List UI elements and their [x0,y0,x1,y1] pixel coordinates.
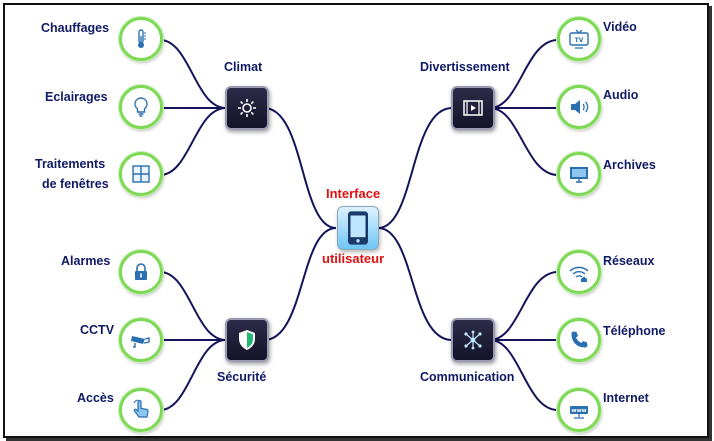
leaf-audio[interactable] [557,85,601,129]
shield-icon [239,330,255,350]
folder-icon [570,167,588,183]
leaf-reseaux[interactable] [557,250,601,294]
lightbulb-icon [134,97,148,117]
camera-icon [131,336,150,348]
svg-text:TV: TV [575,37,584,44]
www-icon: www [570,406,588,419]
hub-label-communication: Communication [420,370,515,384]
speaker-icon [571,100,589,114]
center-label-line1: Interface [326,186,381,201]
leaf-internet[interactable]: www [557,388,601,432]
leaf-label-reseaux: Réseaux [603,254,655,268]
center-node[interactable] [337,206,379,250]
leaf-chauffages[interactable] [119,17,163,61]
phone-icon [571,331,588,348]
leaf-telephone[interactable] [557,318,601,362]
hub-label-climat: Climat [224,60,263,74]
network-icon [464,330,482,350]
tv-icon: TV [569,29,589,49]
leaf-label-cctv: CCTV [80,323,115,337]
leaf-label-traitements: Traitements [35,157,106,171]
link-center-communication [377,227,453,341]
hub-securite[interactable] [225,318,269,362]
hub-divertissement[interactable] [451,86,495,130]
leaf-eclairages[interactable] [119,85,163,129]
link-center-securite [263,227,337,341]
hub-label-securite: Sécurité [217,370,267,384]
svg-text:www: www [571,408,586,414]
hand-pointer-icon [133,399,149,418]
leaf-label-archives: Archives [603,158,656,172]
leaf-cctv[interactable] [119,318,163,362]
leaf-label-fenetres: de fenêtres [42,177,109,191]
thermometer-icon [138,29,146,48]
leaf-alarmes[interactable] [119,250,163,294]
gear-icon [238,99,256,117]
leaf-label-audio: Audio [603,88,639,102]
leaf-label-video: Vidéo [603,20,637,34]
leaf-label-alarmes: Alarmes [61,254,111,268]
center-label-line2: utilisateur [322,251,385,266]
leaf-video[interactable]: TV [557,17,601,61]
leaf-label-eclairages: Eclairages [45,90,108,104]
lock-icon [135,263,147,280]
smartphone-icon [348,211,368,245]
hub-communication[interactable] [451,318,495,362]
leaf-fenetres[interactable] [119,152,163,196]
film-icon [463,100,483,116]
leaf-label-internet: Internet [603,391,649,405]
leaf-acces[interactable] [119,388,163,432]
leaf-archives[interactable] [557,152,601,196]
leaf-label-acces: Accès [77,391,114,405]
hub-climat[interactable] [225,86,269,130]
hub-label-divertissement: Divertissement [420,60,510,74]
wifi-home-icon [569,266,589,282]
link-center-divertissement [377,107,453,229]
window-icon [132,165,150,183]
leaf-label-telephone: Téléphone [603,324,666,338]
leaf-label-chauffages: Chauffages [41,21,110,35]
link-center-climat [263,107,337,229]
